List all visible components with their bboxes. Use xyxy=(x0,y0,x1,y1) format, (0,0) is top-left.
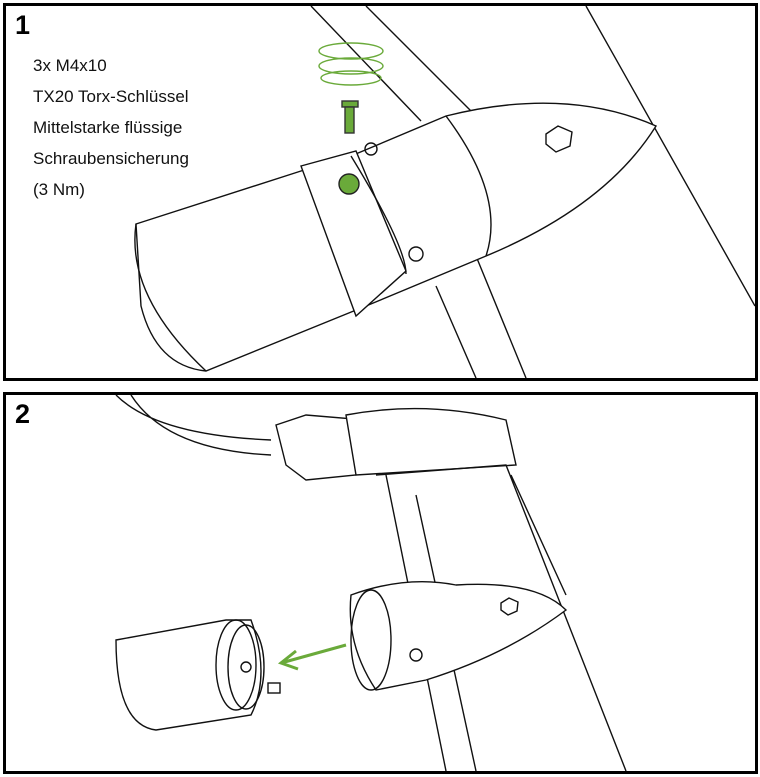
step-number: 1 xyxy=(15,10,31,40)
removal-arrow-icon xyxy=(277,643,347,671)
screw-icon xyxy=(341,100,359,134)
screw-hole-icon xyxy=(338,173,360,195)
instruction-line: 3x M4x10 xyxy=(33,56,107,75)
step-2-panel: 2 xyxy=(3,392,758,774)
motor-removal-illustration xyxy=(115,395,627,771)
instruction-line: (3 Nm) xyxy=(33,180,85,199)
instruction-line: Schraubensicherung xyxy=(33,149,189,168)
step-number: 2 xyxy=(15,399,31,429)
motor-assembly-illustration xyxy=(134,6,755,378)
step-instructions: 3x M4x10 TX20 Torx-Schlüssel Mittelstark… xyxy=(33,50,189,205)
step-1-panel: 1 3x M4x10 TX20 Torx-Schlüssel Mittelsta… xyxy=(3,3,758,381)
rotation-arrow-icon xyxy=(318,42,384,86)
instruction-line: Mittelstarke flüssige xyxy=(33,118,183,137)
instruction-line: TX20 Torx-Schlüssel xyxy=(33,87,189,106)
